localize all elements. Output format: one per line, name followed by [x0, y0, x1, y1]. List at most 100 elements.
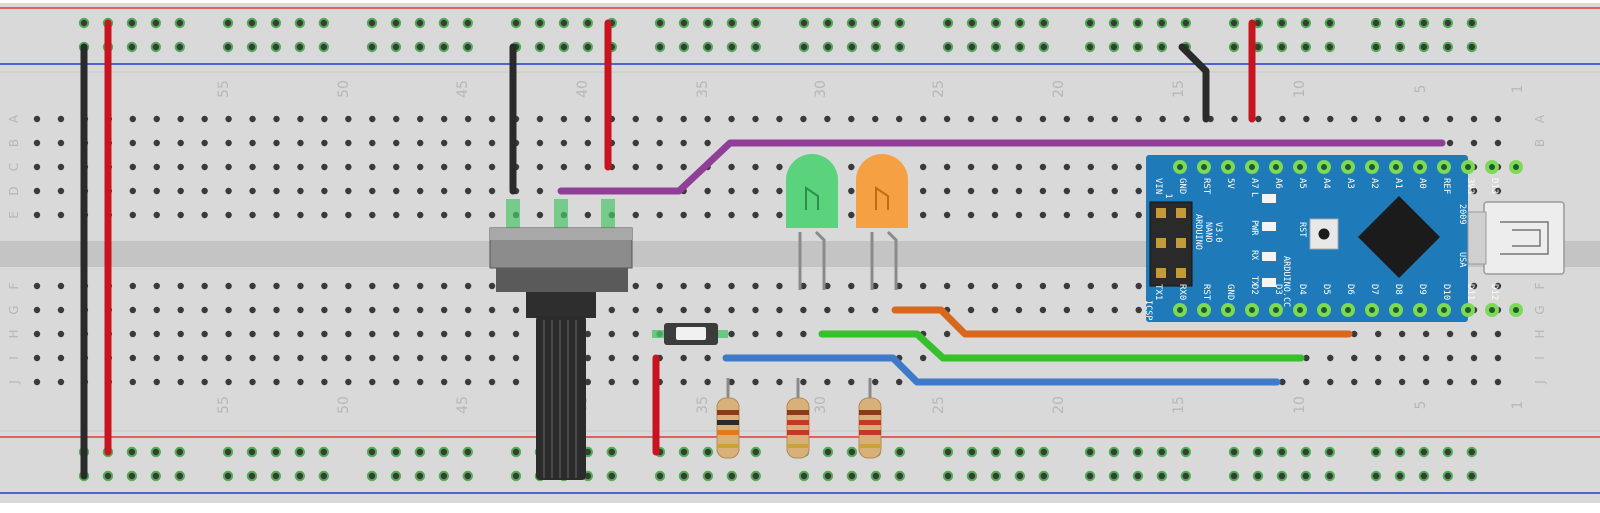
nano-pin-hole: [1321, 307, 1327, 313]
nano-pin-hole: [1417, 164, 1423, 170]
pin-label: A2: [1369, 178, 1379, 189]
hole: [824, 472, 832, 480]
hole: [1327, 354, 1334, 362]
hole: [57, 211, 65, 219]
hole: [57, 378, 65, 386]
hole: [416, 19, 424, 27]
hole: [488, 330, 496, 338]
hole: [488, 211, 496, 219]
hole: [824, 378, 831, 386]
hole: [1039, 282, 1047, 290]
hole: [464, 472, 471, 480]
hole: [680, 282, 687, 290]
hole: [1134, 448, 1142, 456]
arduino-nano[interactable]: 1 ICSP ARDUINO NANO V3.0 ARDUINO.CC 2009…: [1143, 155, 1565, 322]
push-button[interactable]: [652, 323, 728, 345]
hole: [129, 330, 136, 338]
button-cap[interactable]: [676, 327, 706, 340]
hole: [1158, 448, 1166, 456]
column-number: 15: [1171, 396, 1187, 414]
hole: [1039, 306, 1047, 314]
hole: [680, 448, 688, 456]
hole: [512, 354, 520, 362]
hole: [33, 187, 41, 195]
hole: [1279, 378, 1286, 386]
hole: [1494, 378, 1502, 386]
hole: [1111, 163, 1118, 171]
led-orange[interactable]: [856, 154, 908, 290]
hole: [512, 448, 520, 456]
hole: [488, 306, 496, 314]
hole: [272, 448, 280, 456]
column-number: 25: [931, 80, 947, 98]
hole: [320, 43, 327, 51]
hole: [584, 472, 592, 480]
nano-pin-hole: [1465, 307, 1471, 313]
hole: [464, 306, 472, 314]
hole: [1375, 378, 1382, 386]
hole: [704, 211, 711, 219]
hole: [464, 448, 471, 456]
hole: [752, 330, 759, 338]
led-green[interactable]: [786, 154, 838, 290]
hole: [417, 282, 424, 290]
nano-pin-hole: [1441, 307, 1447, 313]
hole: [1111, 187, 1118, 195]
hole: [1422, 115, 1430, 123]
hole: [1494, 187, 1502, 195]
usb-connector[interactable]: [1483, 201, 1565, 275]
hole: [728, 187, 735, 195]
potentiometer[interactable]: [489, 199, 633, 480]
hole: [393, 378, 400, 386]
hole: [1422, 330, 1430, 338]
hole: [417, 211, 424, 219]
hole: [80, 19, 88, 27]
hole: [464, 43, 471, 51]
wire-black-nano-gnd[interactable]: [1178, 43, 1210, 123]
hole: [177, 139, 184, 147]
hole: [800, 472, 808, 480]
hole: [345, 354, 352, 362]
hole: [129, 163, 136, 171]
hole: [249, 354, 256, 362]
hole: [1494, 282, 1502, 290]
hole: [752, 306, 759, 314]
hole: [297, 378, 304, 386]
hole: [1396, 19, 1404, 27]
column-number: 5: [1413, 401, 1429, 410]
pin-label: D7: [1369, 284, 1379, 295]
wire-orange-led-d5[interactable]: [891, 306, 1353, 338]
hole: [1158, 472, 1166, 480]
resistor-band: [717, 430, 739, 435]
icsp-pin-1-label: 1: [1163, 193, 1173, 198]
wire-green-led-d6[interactable]: [818, 330, 1305, 362]
hole: [776, 378, 783, 386]
hole: [991, 115, 999, 123]
hole: [1420, 43, 1428, 51]
hole: [728, 163, 735, 171]
hole: [153, 378, 160, 386]
hole: [321, 187, 328, 195]
wire-purple-pot-a0[interactable]: [557, 139, 1446, 195]
hole: [1039, 187, 1047, 195]
hole: [152, 43, 160, 51]
hole: [440, 139, 448, 147]
hole: [273, 282, 280, 290]
pot-body-highlight: [490, 228, 632, 240]
pin-label: D2: [1249, 284, 1259, 295]
row-letter: F: [7, 282, 21, 289]
hole: [368, 448, 376, 456]
resistor-band: [717, 420, 739, 425]
hole: [369, 330, 376, 338]
hole: [153, 330, 160, 338]
hole: [488, 282, 496, 290]
column-number: 40: [575, 80, 591, 98]
hole: [1351, 115, 1358, 123]
hole: [177, 115, 184, 123]
hole: [1134, 472, 1142, 480]
wire-blue-button-d8[interactable]: [722, 354, 1281, 386]
hole: [297, 139, 304, 147]
column-number: 45: [455, 80, 471, 98]
hole: [129, 306, 136, 314]
hole: [297, 354, 304, 362]
